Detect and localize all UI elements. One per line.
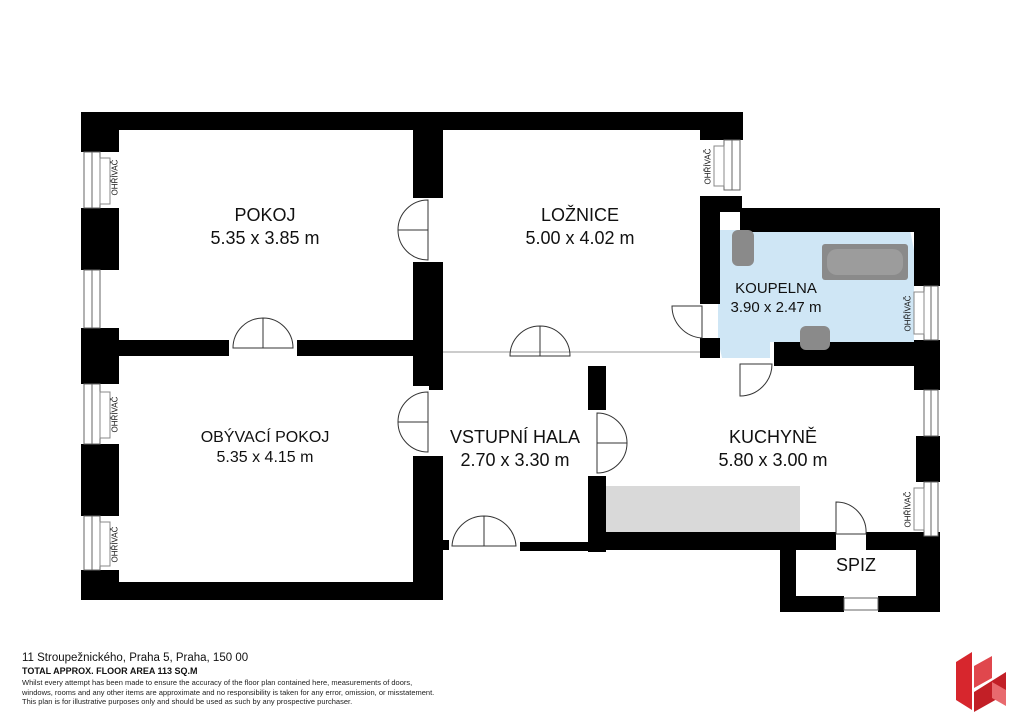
floor-area: TOTAL APPROX. FLOOR AREA 113 SQ.M [22, 666, 198, 676]
room-size: 3.90 x 2.47 m [730, 298, 822, 316]
room-kuchyne: KUCHYNĚ 5.80 x 3.00 m [688, 426, 858, 471]
walls [81, 112, 940, 612]
room-loznice: LOŽNICE 5.00 x 4.02 m [495, 204, 665, 249]
address: 11 Stroupežnického, Praha 5, Praha, 150 … [22, 652, 249, 664]
disclaimer-line: Whilst every attempt has been made to en… [22, 678, 413, 687]
windows [83, 139, 939, 611]
room-size: 5.35 x 3.85 m [210, 227, 320, 248]
room-name: SPIZ [835, 555, 876, 575]
heater-label: OHŘÍVAČ [903, 295, 913, 332]
footer: 11 Stroupežnického, Praha 5, Praha, 150 … [22, 652, 434, 707]
room-name: POKOJ [234, 205, 296, 225]
room-hala: VSTUPNÍ HALA 2.70 x 3.30 m [438, 426, 592, 471]
room-size: 5.80 x 3.00 m [718, 449, 828, 470]
doors [232, 198, 867, 547]
room-obyvaci: OBÝVACÍ POKOJ 5.35 x 4.15 m [180, 428, 350, 468]
heater-label: OHŘÍVAČ [110, 159, 120, 196]
room-spiz: SPIZ [816, 554, 896, 577]
room-size: 2.70 x 3.30 m [460, 449, 570, 470]
heater-label: OHŘÍVAČ [110, 526, 120, 563]
heaters [99, 145, 925, 567]
disclaimer-line: windows, rooms and any other items are a… [22, 687, 435, 697]
room-koupelna: KOUPELNA 3.90 x 2.47 m [716, 280, 836, 318]
room-size: 5.35 x 4.15 m [216, 449, 314, 466]
room-size: 5.00 x 4.02 m [525, 227, 635, 248]
kitchen-counter [606, 486, 800, 532]
heater-label: OHŘÍVAČ [903, 491, 913, 528]
room-name: KUCHYNĚ [728, 427, 817, 447]
heater-label: OHŘÍVAČ [703, 148, 713, 185]
room-name: LOŽNICE [540, 205, 619, 225]
room-name: OBÝVACÍ POKOJ [200, 429, 330, 446]
room-name: KOUPELNA [735, 280, 817, 297]
room-name: VSTUPNÍ HALA [449, 427, 581, 447]
bathroom-fixtures [732, 230, 908, 350]
sink [800, 326, 830, 350]
brand-logo [956, 652, 1006, 712]
toilet [732, 230, 754, 266]
room-pokoj: POKOJ 5.35 x 3.85 m [180, 204, 350, 249]
disclaimer-line: This plan is for illustrative purposes o… [22, 697, 353, 706]
heater-label: OHŘÍVAČ [110, 396, 120, 433]
